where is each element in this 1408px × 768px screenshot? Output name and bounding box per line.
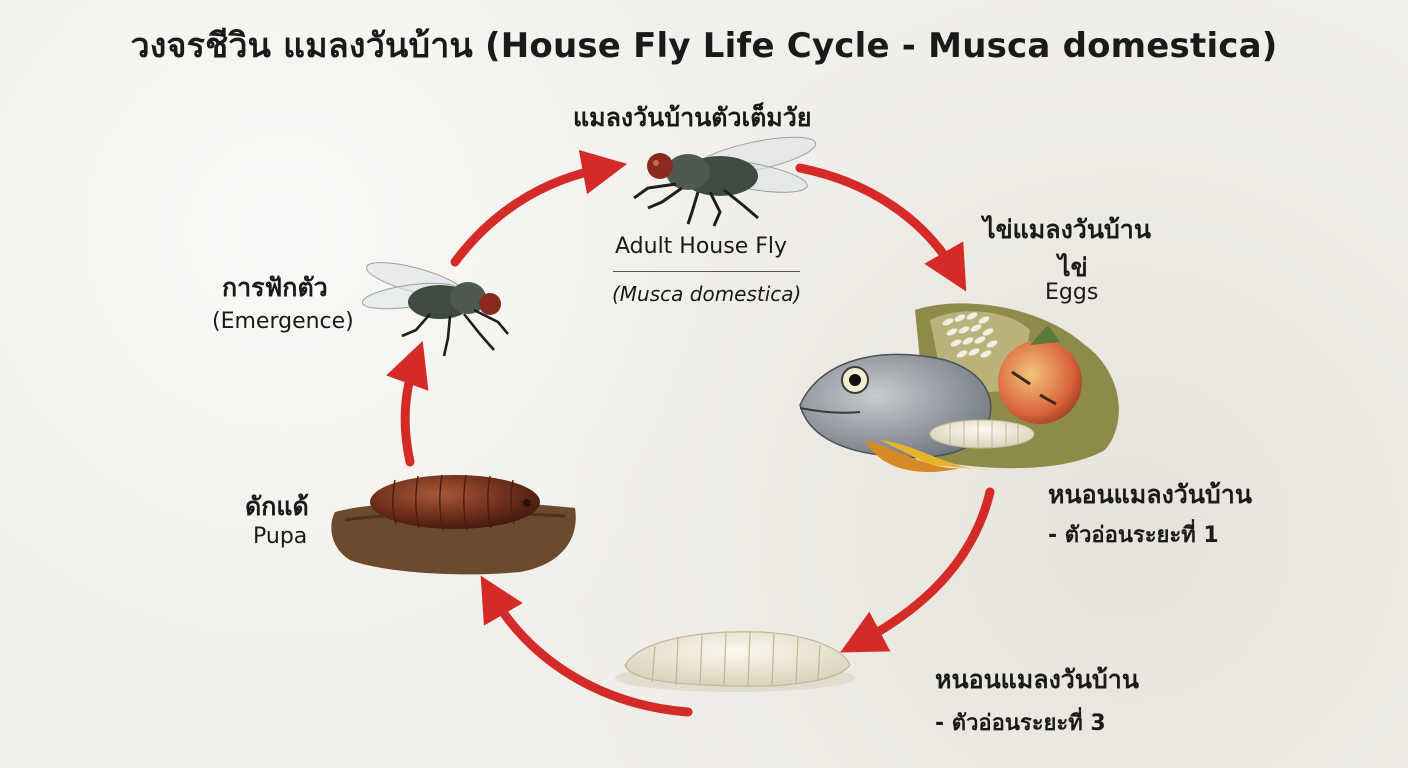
cycle-arrows	[386, 149, 995, 717]
food-substrate-illustration	[799, 303, 1119, 473]
arrow-emergence-to-adult	[450, 149, 628, 267]
larva3-detail-label: - ตัวอ่อนระยะที่ 3	[935, 711, 1106, 736]
rotting-fruit	[998, 340, 1082, 424]
pupa-thai-label: ดักแด้	[245, 492, 309, 521]
pupa-illustration	[331, 474, 576, 575]
arrow-adult-to-eggs	[795, 163, 967, 292]
emergence-thai-label: การฟักตัว	[222, 273, 328, 302]
larva1-thai-label: หนอนแมลงวันบ้าน	[1048, 480, 1252, 509]
emerging-fly-illustration	[361, 262, 509, 357]
adult-thai-label: แมลงวันบ้านตัวเต็มวัย	[573, 103, 812, 132]
larva3-thai-label: หนอนแมลงวันบ้าน	[935, 665, 1139, 694]
arrow-larva-to-pupa	[480, 575, 693, 717]
adult-label-divider	[613, 271, 800, 272]
eggs-english-label: Eggs	[1045, 280, 1099, 305]
adult-fly-illustration	[633, 136, 817, 227]
egg-cluster	[942, 311, 998, 359]
adult-english-label: Adult House Fly	[615, 234, 788, 259]
larva1-detail-label: - ตัวอ่อนระยะที่ 1	[1048, 523, 1219, 548]
diagram-title: วงจรชีวิน แมลงวันบ้าน (House Fly Life Cy…	[130, 26, 1278, 66]
first-instar-larva	[929, 419, 1035, 449]
emergence-english-label: (Emergence)	[212, 309, 354, 334]
eggs-thai-label: ไข่แมลงวันบ้าน	[983, 215, 1151, 244]
third-instar-larva-illustration	[615, 631, 855, 692]
arrow-eggs-to-larva	[840, 487, 995, 653]
eggs-thai-short-label: ไข่	[1058, 253, 1088, 282]
pupa-english-label: Pupa	[253, 524, 308, 549]
arrow-pupa-to-emergence	[386, 340, 429, 467]
adult-scientific-label: (Musca domestica)	[612, 282, 802, 306]
